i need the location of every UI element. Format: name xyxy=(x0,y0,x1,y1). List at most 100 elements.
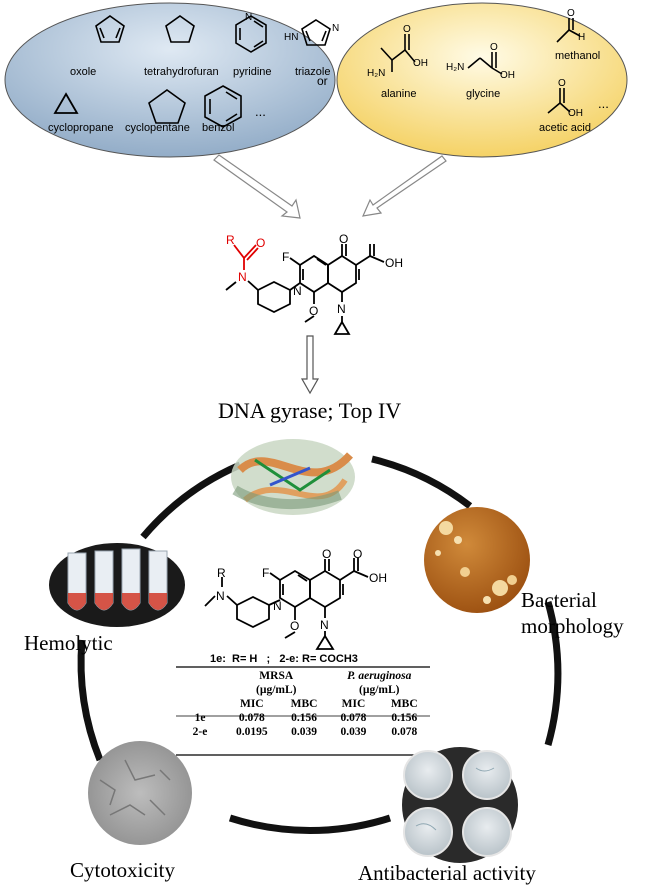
alanine-structure xyxy=(380,34,416,72)
center-atom-o-keto: O xyxy=(322,547,332,561)
afm-image xyxy=(424,507,530,613)
triazole-structure xyxy=(301,19,331,46)
label-methanol-h: H xyxy=(578,32,586,43)
table-cell: 0.078 xyxy=(238,712,265,724)
label-antibacterial-activity: Antibacterial activity xyxy=(358,861,536,885)
subheader-mbc-1: MBC xyxy=(290,698,318,710)
header-mrsa: MRSA xyxy=(259,670,294,682)
label-pyridine-n: N xyxy=(245,12,253,23)
top-atom-n-amide: N xyxy=(238,270,247,284)
label-glycine: glycine xyxy=(466,88,501,100)
top-atom-f: F xyxy=(282,250,290,264)
top-atom-r: R xyxy=(226,233,235,247)
row-name: 1e xyxy=(194,712,206,724)
label-pyridine: pyridine xyxy=(233,66,272,78)
cycle-arc-right xyxy=(544,601,562,746)
table-cell: 0.078 xyxy=(340,712,367,724)
table-header-row: MRSA P. aeruginosa xyxy=(176,669,430,683)
table-unit-row: (µg/mL) (µg/mL) xyxy=(176,683,430,697)
label-cyclopropane: cyclopropane xyxy=(48,122,114,134)
table-subheader-row: MIC MBC MIC MBC xyxy=(176,697,430,711)
center-atom-f: F xyxy=(262,566,270,580)
label-alanine-o: O xyxy=(403,24,411,35)
label-cyclopentane: cyclopentane xyxy=(125,122,190,134)
label-cytotoxicity: Cytotoxicity xyxy=(70,858,175,882)
arrow-left-to-molecule xyxy=(213,154,301,219)
center-atom-oh: OH xyxy=(369,571,387,585)
glycine-structure xyxy=(467,52,503,75)
targets-title: DNA gyrase; Top IV xyxy=(218,398,402,423)
arrow-right-to-molecule xyxy=(362,155,447,217)
top-atom-n-piperidine: N xyxy=(293,284,302,298)
center-atom-n-piperidine: N xyxy=(273,599,282,613)
acetic-acid-structure xyxy=(547,88,571,114)
unit-mrsa: (µg/mL) xyxy=(256,684,297,696)
table-cell: 0.078 xyxy=(391,726,418,738)
header-p-aeruginosa: P. aeruginosa xyxy=(347,670,412,682)
top-atom-oh: OH xyxy=(385,256,403,270)
tetrahydrofuran-structure xyxy=(165,15,195,43)
label-bacterial: Bacterial xyxy=(521,588,597,612)
label-alanine-h2n: H₂N xyxy=(367,68,386,79)
cycle-arc-bottom xyxy=(228,814,392,834)
label-tetrahydrofuran: tetrahydrofuran xyxy=(144,66,219,78)
label-alanine: alanine xyxy=(381,88,417,100)
table-row: 1e 0.078 0.156 0.078 0.156 xyxy=(176,711,430,725)
hemolysis-tubes-image xyxy=(49,543,185,627)
subheader-mic-2: MIC xyxy=(341,698,366,710)
row-name: 2-e xyxy=(192,726,208,738)
compound-caption: 1e: R= H ; 2-e: R= COCH3 xyxy=(210,653,358,665)
label-methanol: methanol xyxy=(555,50,601,62)
label-glycine-h2n: H₂N xyxy=(446,62,465,73)
arrow-down-to-targets xyxy=(300,335,320,395)
fragment-ellipse-left xyxy=(4,2,336,158)
cycle-arc-top-left xyxy=(140,461,242,540)
table-rules xyxy=(176,666,430,756)
table-cell: 0.156 xyxy=(391,712,418,724)
docking-image xyxy=(231,439,355,515)
agar-plates-image xyxy=(402,747,518,863)
cyclopropane-structure xyxy=(53,92,79,114)
activity-table: MRSA P. aeruginosa (µg/mL) (µg/mL) MIC M… xyxy=(176,669,430,739)
methanol-structure xyxy=(556,18,581,43)
top-molecule-skeleton xyxy=(225,244,385,335)
label-morphology: morphology xyxy=(521,614,624,638)
top-atom-o-keto: O xyxy=(339,232,349,246)
top-atom-n-quinolone: N xyxy=(337,302,346,316)
label-acetic-acid: acetic acid xyxy=(539,122,591,134)
center-atom-r: R xyxy=(217,566,226,580)
table-cell: 0.0195 xyxy=(235,726,268,738)
cyclopentane-structure xyxy=(148,89,186,124)
oxole-structure xyxy=(95,15,125,43)
unit-p-aeruginosa: (µg/mL) xyxy=(359,684,400,696)
subheader-mic-1: MIC xyxy=(239,698,264,710)
cycle-arc-top-right xyxy=(371,455,473,509)
label-acetic-o: O xyxy=(558,78,566,89)
label-triazole-hn: HN xyxy=(284,32,299,43)
label-glycine-oh: OH xyxy=(500,70,515,81)
label-oxole: oxole xyxy=(70,66,97,78)
label-glycine-o: O xyxy=(490,42,498,53)
subheader-mbc-2: MBC xyxy=(390,698,418,710)
table-cell: 0.039 xyxy=(291,726,317,738)
pyridine-structure xyxy=(235,15,267,53)
center-atom-o-methoxy: O xyxy=(290,619,300,633)
label-hemolytic: Hemolytic xyxy=(24,631,113,655)
center-molecule-skeleton xyxy=(204,558,369,650)
table-cell: 0.039 xyxy=(340,726,367,738)
label-methanol-o: O xyxy=(567,8,575,19)
center-atom-o-acid: O xyxy=(353,547,363,561)
table-cell: 0.156 xyxy=(291,712,317,724)
cell-micrograph-image xyxy=(88,741,192,845)
top-atom-o-methoxy: O xyxy=(309,304,319,318)
top-atom-o-amide: O xyxy=(256,236,266,250)
label-triazole: triazole xyxy=(295,66,331,78)
label-more-right: ... xyxy=(598,96,609,111)
label-benzol: benzol xyxy=(202,122,235,134)
label-acetic-oh: OH xyxy=(568,108,583,119)
benzol-structure xyxy=(204,85,242,128)
cycle-arc-left xyxy=(77,639,104,762)
label-triazole-n: N xyxy=(332,23,340,34)
